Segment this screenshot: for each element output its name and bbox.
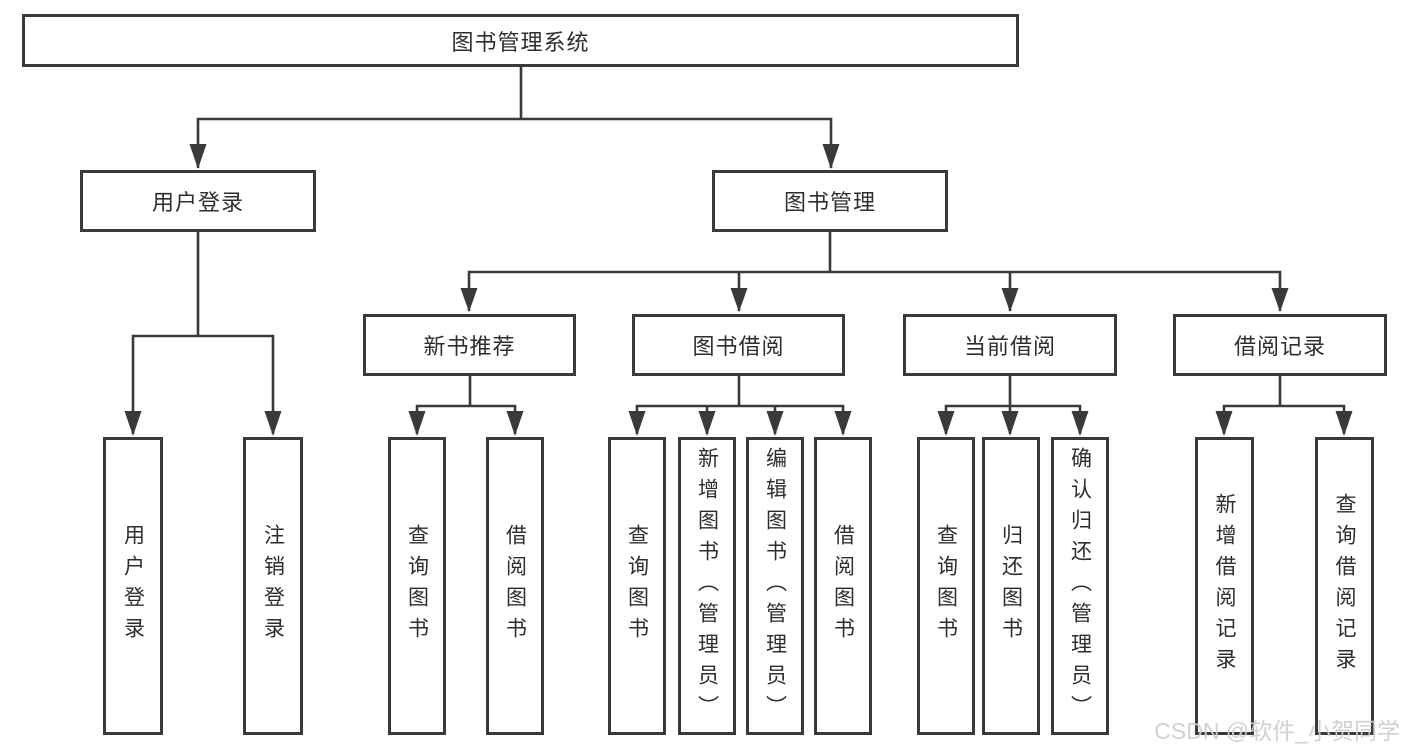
- node-leaf-query-borrow-record: 查询借阅记录: [1315, 437, 1374, 735]
- node-leaf-edit-books-admin: 编辑图书（管理员）: [746, 437, 804, 735]
- node-current-borrowing: 当前借阅: [903, 314, 1117, 376]
- node-user-login-branch: 用户登录: [80, 170, 316, 232]
- node-leaf-add-books-admin: 新增图书（管理员）: [678, 437, 736, 735]
- node-leaf-user-login: 用户登录: [103, 437, 163, 735]
- arrowhead-group: [124, 144, 1353, 436]
- node-leaf-query-books-current: 查询图书: [917, 437, 975, 735]
- node-leaf-query-books-borrowing: 查询图书: [608, 437, 666, 735]
- node-library-management-system: 图书管理系统: [22, 14, 1019, 67]
- node-book-borrowing: 图书借阅: [632, 314, 845, 376]
- node-leaf-borrow-books-borrowing: 借阅图书: [814, 437, 872, 735]
- node-book-management: 图书管理: [712, 170, 948, 232]
- node-leaf-return-books: 归还图书: [982, 437, 1040, 735]
- node-leaf-confirm-return-admin: 确认归还（管理员）: [1051, 437, 1109, 735]
- node-leaf-add-borrow-record: 新增借阅记录: [1195, 437, 1254, 735]
- csdn-watermark: CSDN @软件_小贺同学: [1154, 718, 1400, 744]
- node-borrowing-records: 借阅记录: [1173, 314, 1387, 376]
- node-leaf-query-books-recommend: 查询图书: [388, 437, 446, 735]
- node-new-book-recommendation: 新书推荐: [363, 314, 576, 376]
- node-leaf-borrow-books-recommend: 借阅图书: [486, 437, 544, 735]
- node-leaf-logout: 注销登录: [243, 437, 303, 735]
